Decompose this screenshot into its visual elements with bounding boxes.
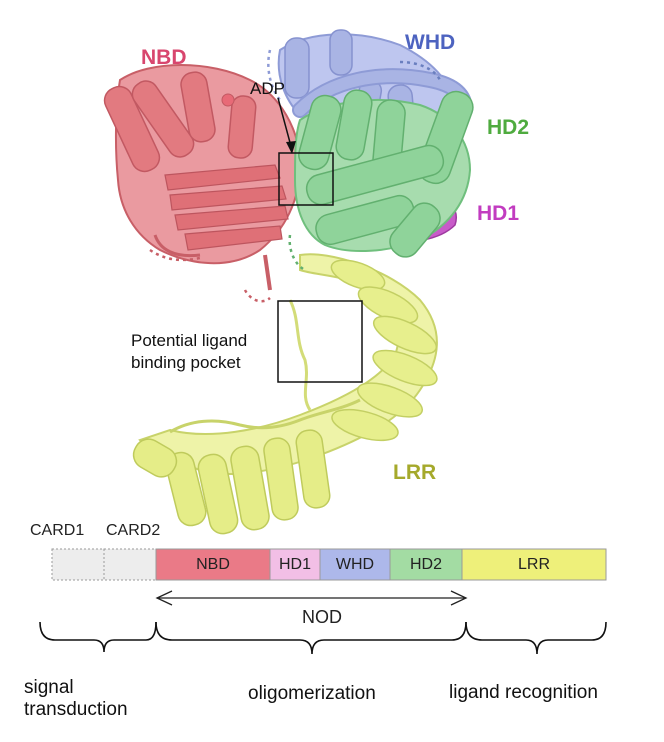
domain-bar [51, 548, 607, 581]
hd2-domain [288, 89, 474, 272]
oligomerization-label: oligomerization [248, 683, 376, 704]
lrr-segment [461, 548, 607, 581]
adp-box [278, 152, 334, 206]
whd-structure-label: WHD [405, 31, 456, 54]
nbd-bar-label: NBD [196, 556, 230, 573]
brace-ligand [465, 621, 607, 655]
brace-signal [39, 621, 157, 653]
signal-transduction-label: signal transduction [24, 677, 128, 720]
lrr-domain [132, 253, 438, 535]
whd-segment [319, 548, 391, 581]
nod-label: NOD [302, 607, 342, 627]
card1-label: CARD1 [30, 522, 85, 539]
nod-arrow [155, 590, 468, 606]
card2-box [103, 548, 157, 581]
whd-bar-label: WHD [335, 556, 375, 573]
braces [39, 621, 607, 655]
brace-oligomerization [155, 621, 467, 655]
lrr-bar-label: LRR [517, 556, 550, 573]
hd1-bar-label: HD1 [278, 556, 311, 573]
card1-box [51, 548, 105, 581]
hd1-structure-label: HD1 [477, 202, 520, 225]
nbd-segment [155, 548, 271, 581]
lrr-structure-label: LRR [393, 461, 437, 484]
adp-arrowhead [286, 141, 296, 154]
adp-label: ADP [250, 79, 285, 98]
pocket-box [277, 300, 363, 383]
hd2-segment [389, 548, 463, 581]
ligand-recognition-label: ligand recognition [449, 682, 598, 703]
hd2-structure-label: HD2 [487, 116, 530, 139]
hd2-bar-label: HD2 [409, 556, 442, 573]
pocket-label: Potential ligand binding pocket [131, 331, 248, 373]
card2-label: CARD2 [106, 522, 161, 539]
nbd-structure-label: NBD [141, 46, 187, 69]
adp-arrow [277, 97, 293, 151]
nbd-domain [103, 64, 302, 303]
